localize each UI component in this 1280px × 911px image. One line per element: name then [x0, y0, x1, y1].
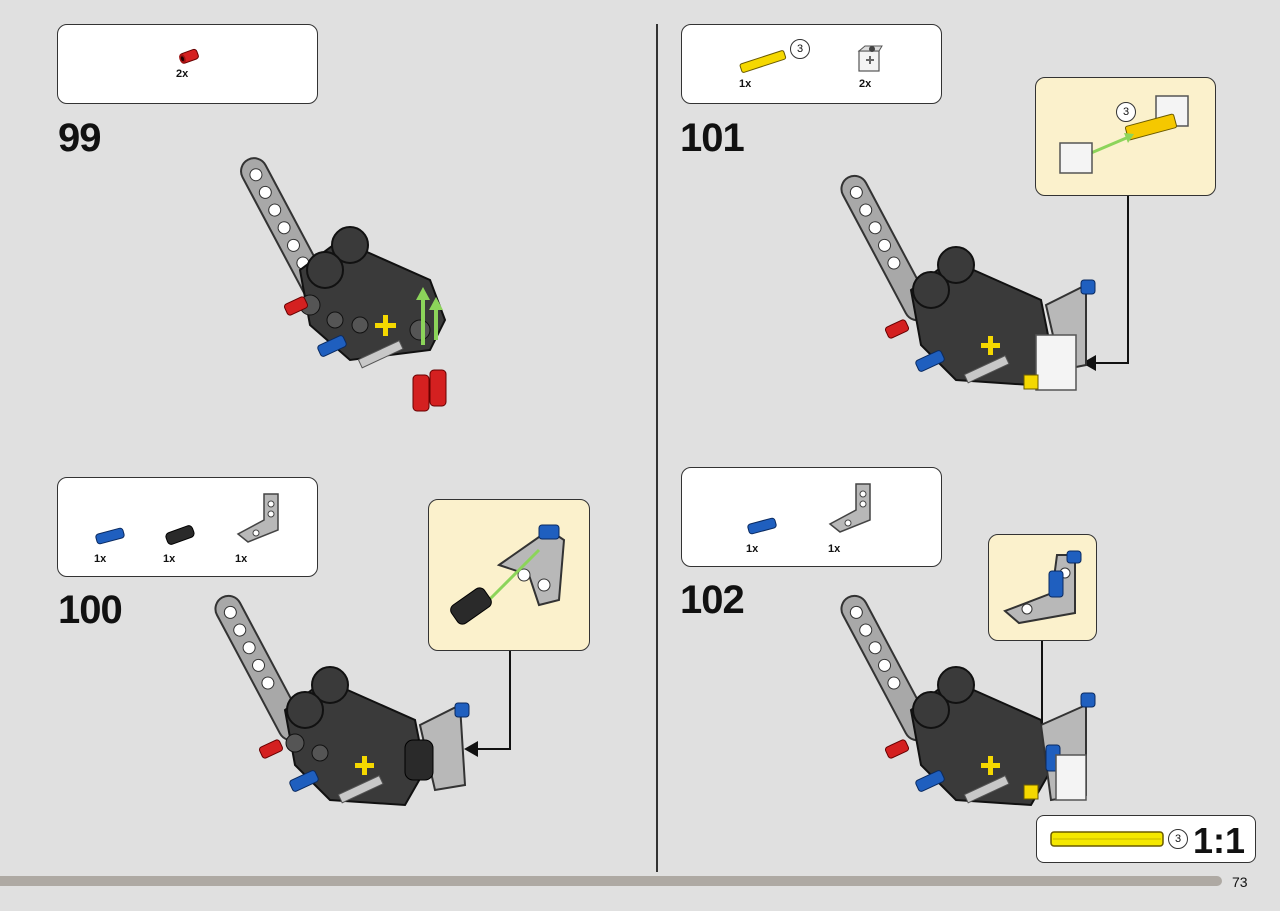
blue-pin-icon [95, 527, 125, 545]
parts-list-step-102: 1x 1x [681, 467, 942, 567]
part-qty: 1x [163, 553, 176, 565]
assembly-model-step-101 [840, 174, 1096, 391]
white-cross-block-icon [857, 45, 883, 72]
step-number: 100 [58, 588, 123, 632]
page-number: 73 [1232, 874, 1248, 890]
step-number: 101 [680, 116, 745, 160]
sub-assembly-callout [428, 499, 590, 651]
sub-assembly-callout: 3 [1035, 77, 1216, 196]
assembly-model-step-100 [214, 594, 470, 807]
part-qty: 2x [176, 68, 189, 80]
length-indicator: 3 [1116, 102, 1136, 122]
part-qty: 1x [235, 553, 248, 565]
sub-assembly-illustration [450, 524, 566, 625]
assembly-model-step-102 [840, 594, 1096, 807]
part-qty: 1x [94, 553, 107, 565]
parts-list-step-100: 1x 1x 1x [57, 477, 318, 577]
part-qty: 2x [859, 78, 872, 90]
sub-assembly-illustration [1059, 95, 1189, 174]
yellow-axle-scale-icon [1050, 831, 1164, 847]
callout-arrow [1082, 196, 1129, 371]
sub-assembly-illustration [1003, 550, 1082, 625]
gray-l-beam-icon [828, 483, 871, 533]
sub-assembly-callout [988, 534, 1097, 641]
black-axle-connector-icon [165, 525, 195, 545]
blue-pin-icon [747, 517, 777, 535]
scale-label: 1:1 [1192, 820, 1245, 861]
red-pin-icon [179, 48, 199, 64]
length-indicator: 3 [790, 39, 810, 59]
step-number: 102 [680, 578, 745, 622]
callout-arrow [464, 651, 511, 757]
scale-reference-box: 3 1:1 [1036, 815, 1256, 863]
yellow-axle-icon [739, 50, 787, 73]
part-qty: 1x [739, 78, 752, 90]
gray-l-beam-icon [236, 493, 279, 543]
page-divider [656, 24, 658, 872]
assembly-model-step-99 [240, 157, 447, 412]
step-number: 99 [58, 116, 101, 160]
parts-list-step-101: 3 1x 2x [681, 24, 942, 104]
part-qty: 1x [828, 543, 841, 555]
part-qty: 1x [746, 543, 759, 555]
length-indicator: 3 [1168, 829, 1188, 849]
parts-list-step-99: 2x [57, 24, 318, 104]
footer-progress-bar [0, 876, 1222, 886]
